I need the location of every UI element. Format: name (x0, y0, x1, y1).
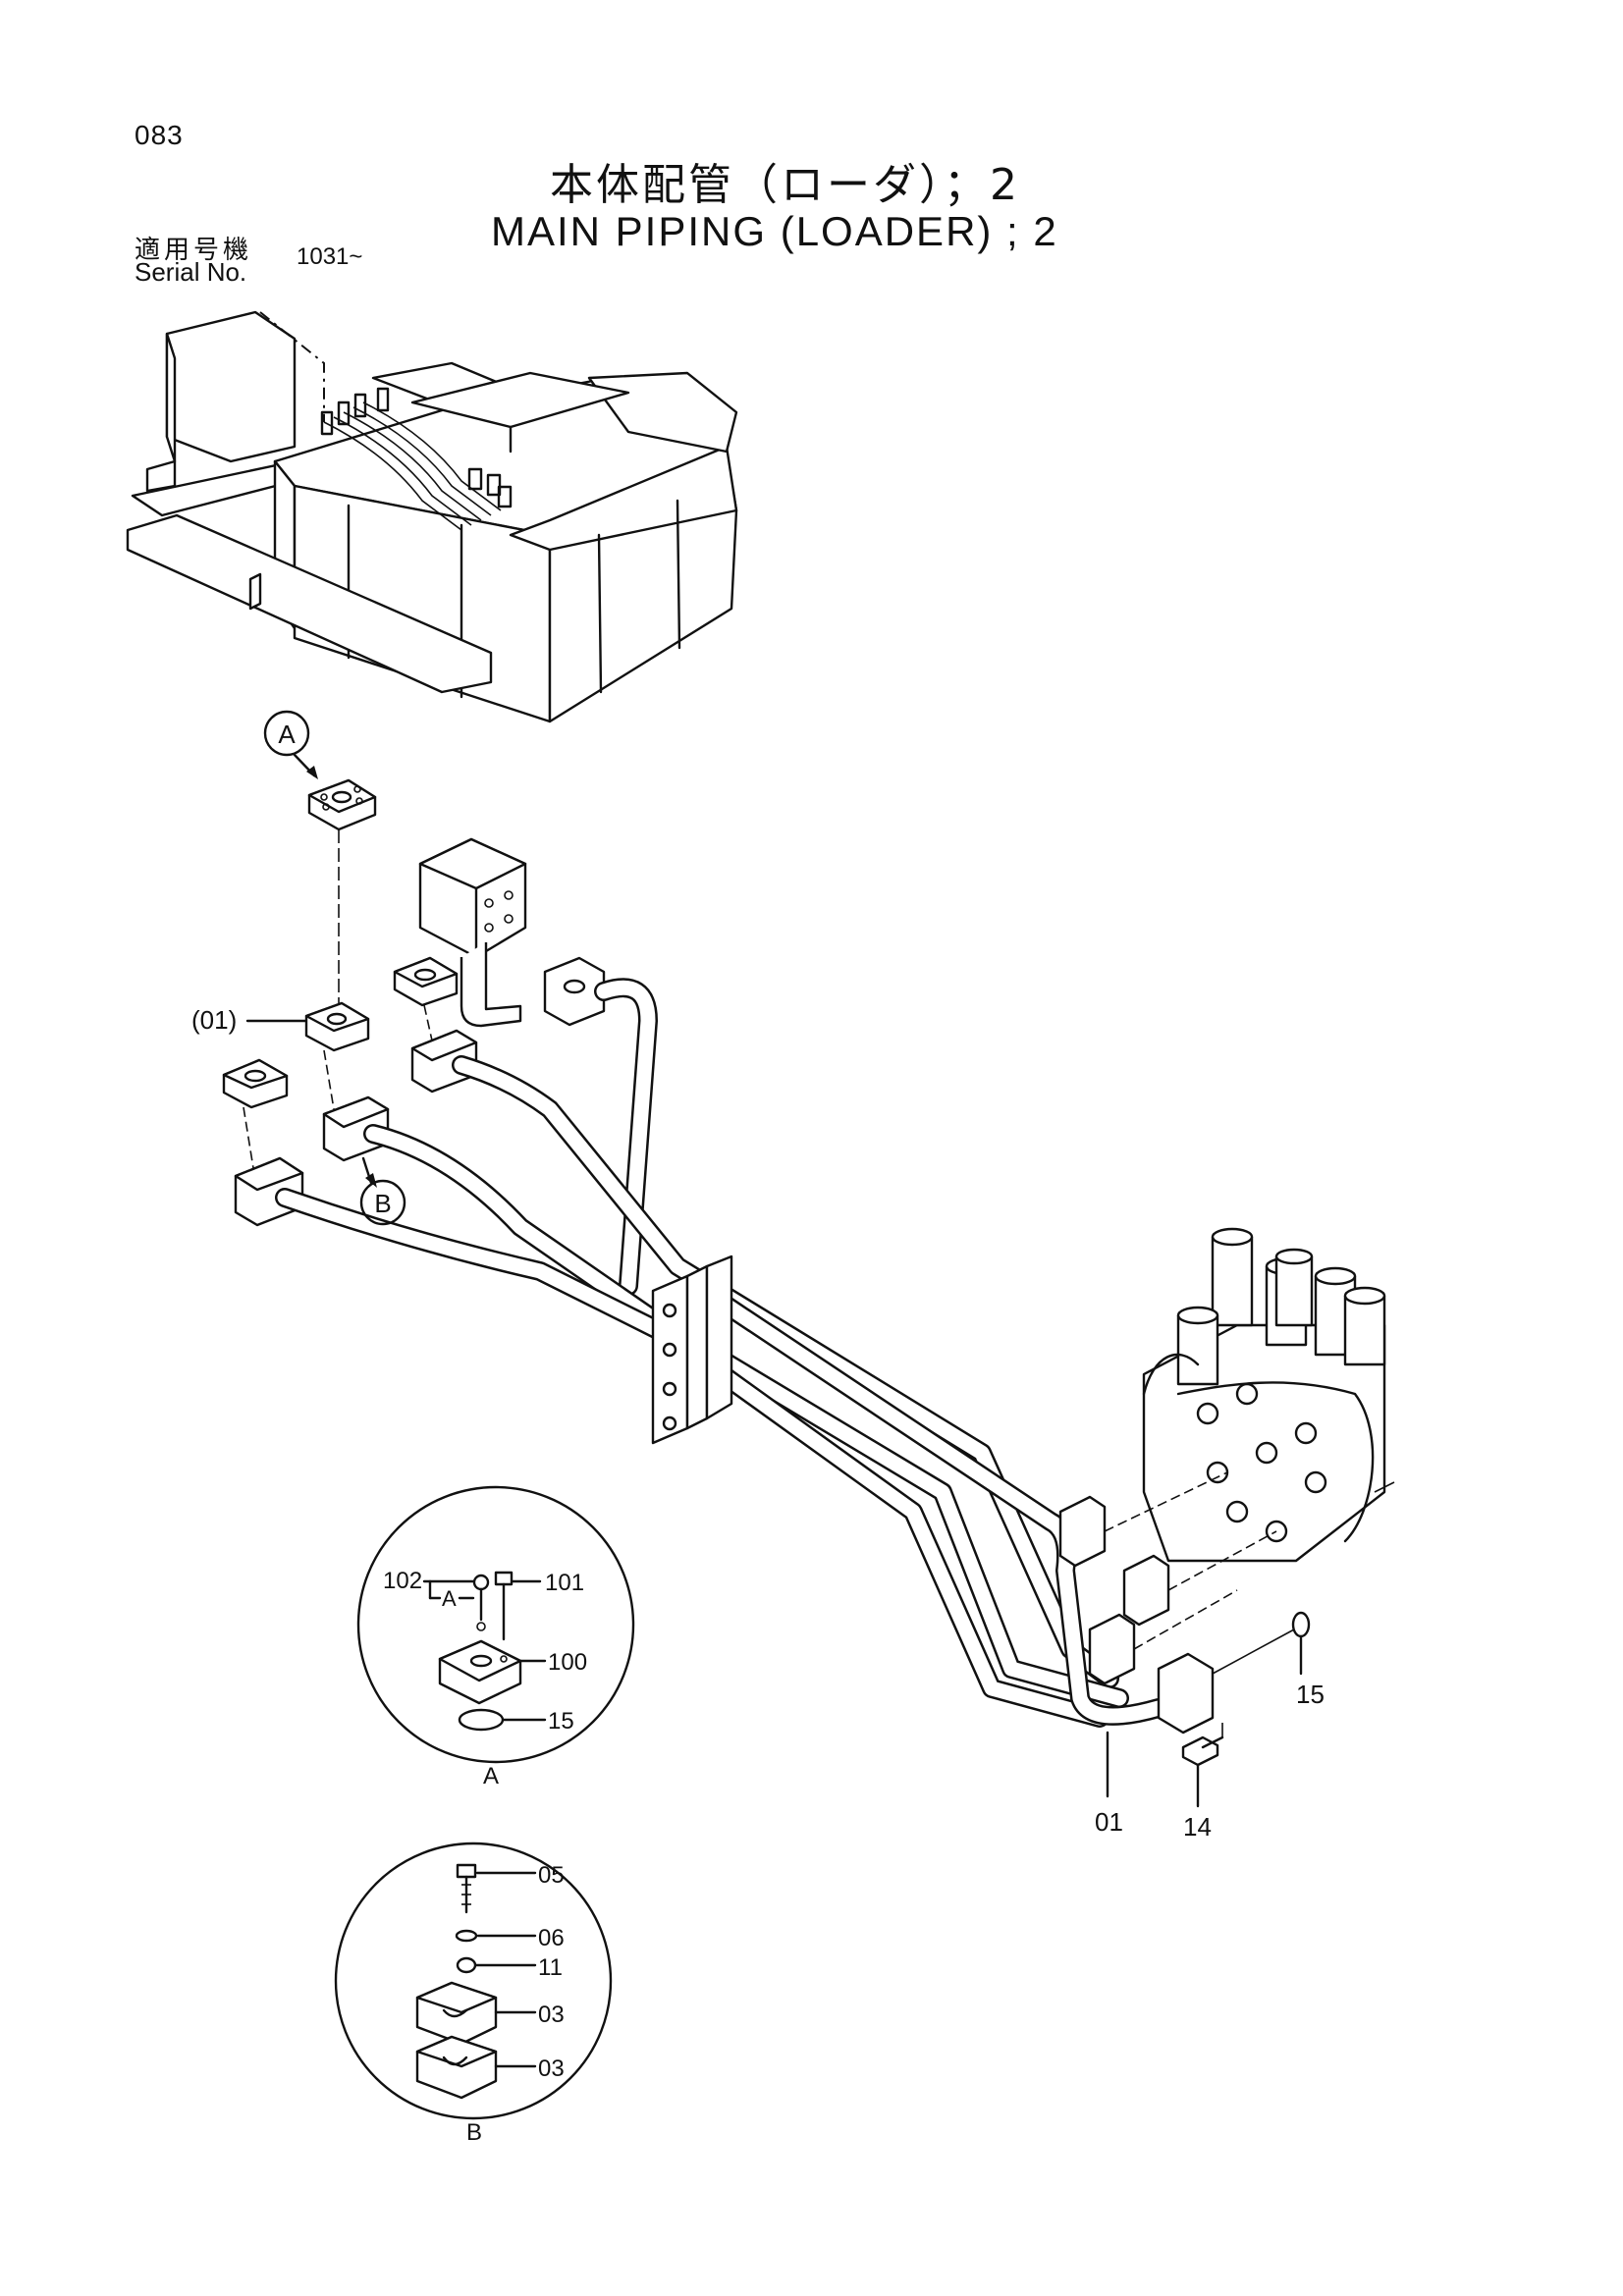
detail-b-part-03-upper: 03 (538, 2002, 565, 2028)
control-valve (1142, 1227, 1395, 1563)
callout-15: 15 (1296, 1680, 1325, 1709)
flanges-control-valve (1058, 1471, 1277, 1735)
detail-a-part-100: 100 (548, 1649, 587, 1676)
detail-b: B 05 06 11 03 03 (334, 1842, 613, 2146)
flange-a (307, 778, 377, 831)
detail-a-title: A (483, 1763, 499, 1789)
machine-overview (126, 310, 738, 723)
bolt-14 (1181, 1723, 1224, 1808)
detail-a-part-15: 15 (548, 1708, 574, 1735)
serial-value: 1031~ (297, 243, 363, 270)
detail-a-part-102: 102 (383, 1568, 422, 1594)
page-number: 083 (135, 120, 184, 150)
callout-b-circle (359, 1179, 406, 1226)
detail-b-part-05: 05 (538, 1862, 565, 1889)
page-title-english: MAIN PIPING (LOADER) ; 2 (491, 208, 1058, 254)
serial-label-english: Serial No. (135, 257, 247, 287)
callout-14: 14 (1183, 1812, 1212, 1842)
callout-01: 01 (1095, 1807, 1123, 1837)
detail-a-sub-label: A (442, 1586, 457, 1611)
callout-a-arrow (306, 766, 318, 779)
pipe-bracket-middle (651, 1255, 733, 1445)
callout-a-label: A (278, 720, 296, 749)
detail-a: A 102 A 101 100 15 (356, 1485, 635, 1789)
callout-a-circle (263, 710, 310, 757)
valve-block (418, 837, 658, 1296)
o-ring-15 (1291, 1611, 1311, 1638)
detail-b-title: B (466, 2119, 482, 2146)
pipe-clamps-left (234, 1029, 478, 1227)
main-pipes (275, 1055, 1168, 1728)
serial-label-japanese: 適用号機 (135, 236, 253, 265)
callout-01-ref: (01) (191, 1005, 237, 1035)
detail-a-part-101: 101 (545, 1570, 584, 1596)
flanges-upper (222, 956, 459, 1109)
detail-b-part-03-lower: 03 (538, 2056, 565, 2082)
page-title-japanese: 本体配管（ローダ）；2 (550, 160, 1020, 210)
detail-b-part-11: 11 (538, 1954, 563, 1981)
detail-b-part-06: 06 (538, 1925, 565, 1951)
callout-b-label: B (374, 1189, 391, 1218)
